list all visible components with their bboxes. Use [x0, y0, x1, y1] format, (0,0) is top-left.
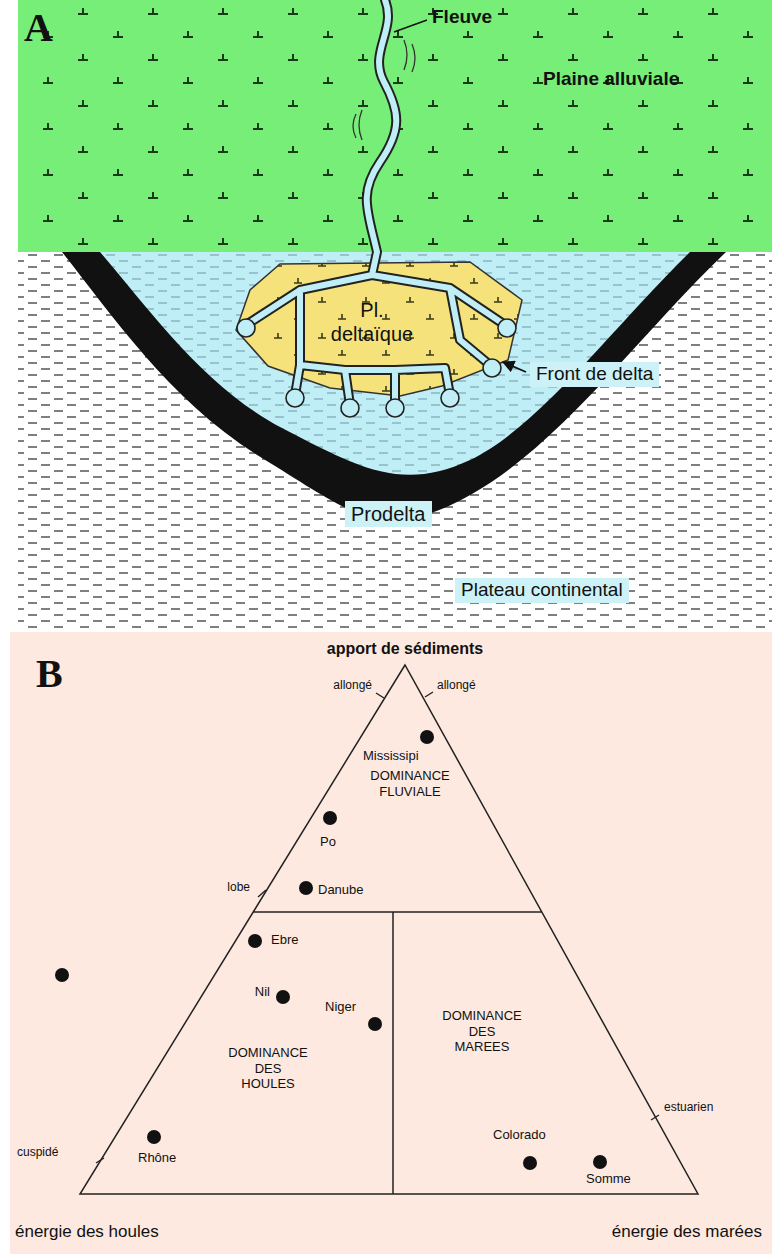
shape-label: allongé — [437, 678, 476, 692]
delta-name: Colorado — [493, 1127, 546, 1143]
delta-point — [248, 934, 262, 948]
delta-point — [523, 1156, 537, 1170]
delta-point — [276, 990, 290, 1004]
region-label: DOMINANCE DES HOULES — [228, 1045, 307, 1092]
delta-point — [299, 881, 313, 895]
river-mouths — [386, 399, 404, 417]
delta-point — [55, 730, 607, 1170]
part-name: Plaine alluviale — [543, 68, 679, 91]
shape-label: lobe — [227, 880, 250, 894]
river-channels — [246, 0, 505, 405]
panel-background — [10, 632, 772, 1254]
river-ripples — [353, 40, 415, 140]
ternary-triangle — [80, 665, 698, 1194]
delta-name: Mississipi — [363, 748, 419, 764]
delta-point — [55, 968, 69, 982]
river-mouths — [483, 359, 501, 377]
axis-label: apport de sédiments — [327, 639, 483, 658]
delta-plain — [236, 262, 522, 396]
panel-letter: A — [24, 4, 53, 52]
delta-name: Danube — [318, 882, 364, 898]
delta-point — [147, 1130, 161, 1144]
delta-name: Ebre — [271, 932, 298, 948]
region-label: DOMINANCE DES MAREES — [442, 1008, 521, 1055]
part-name: Fleuve — [432, 6, 492, 29]
shape-label: cuspidé — [17, 1145, 58, 1159]
panel-letter: B — [36, 650, 63, 698]
axis-label: énergie des houles — [15, 1222, 159, 1242]
part-name: Prodelta — [345, 501, 432, 527]
shape-label: estuarien — [664, 1100, 713, 1114]
delta-front-zone — [100, 252, 690, 475]
delta-name: Somme — [586, 1171, 631, 1187]
river-mouths — [341, 399, 359, 417]
part-name: Pl. deltaïque — [331, 298, 413, 346]
delta-point — [323, 811, 337, 825]
part-name: Front de delta — [530, 362, 659, 387]
leader-arrow — [503, 362, 526, 372]
delta-point — [420, 730, 434, 744]
river-channels — [246, 0, 505, 405]
panel-b — [10, 632, 772, 1254]
leader-line — [394, 20, 427, 32]
river-mouths — [441, 389, 459, 407]
delta-name: Niger — [325, 999, 356, 1015]
tick-mark — [96, 692, 659, 1163]
part-name: Plateau continental — [455, 578, 629, 603]
river-mouths — [286, 389, 304, 407]
continental-shelf — [18, 0, 772, 632]
delta-point — [368, 1017, 382, 1031]
delta-name: Po — [320, 834, 336, 850]
delta-point — [593, 1155, 607, 1169]
river-channels — [246, 0, 505, 405]
region-label: DOMINANCE FLUVIALE — [370, 768, 449, 799]
delta-name: Nil — [255, 984, 270, 1000]
river-mouths — [237, 319, 255, 337]
delta-name: Rhône — [138, 1150, 176, 1166]
panel-a — [18, 0, 772, 632]
axis-label: énergie des marées — [612, 1222, 762, 1242]
river-mouths — [498, 319, 516, 337]
river-ripples — [353, 40, 415, 140]
shape-label: allongé — [333, 678, 372, 692]
